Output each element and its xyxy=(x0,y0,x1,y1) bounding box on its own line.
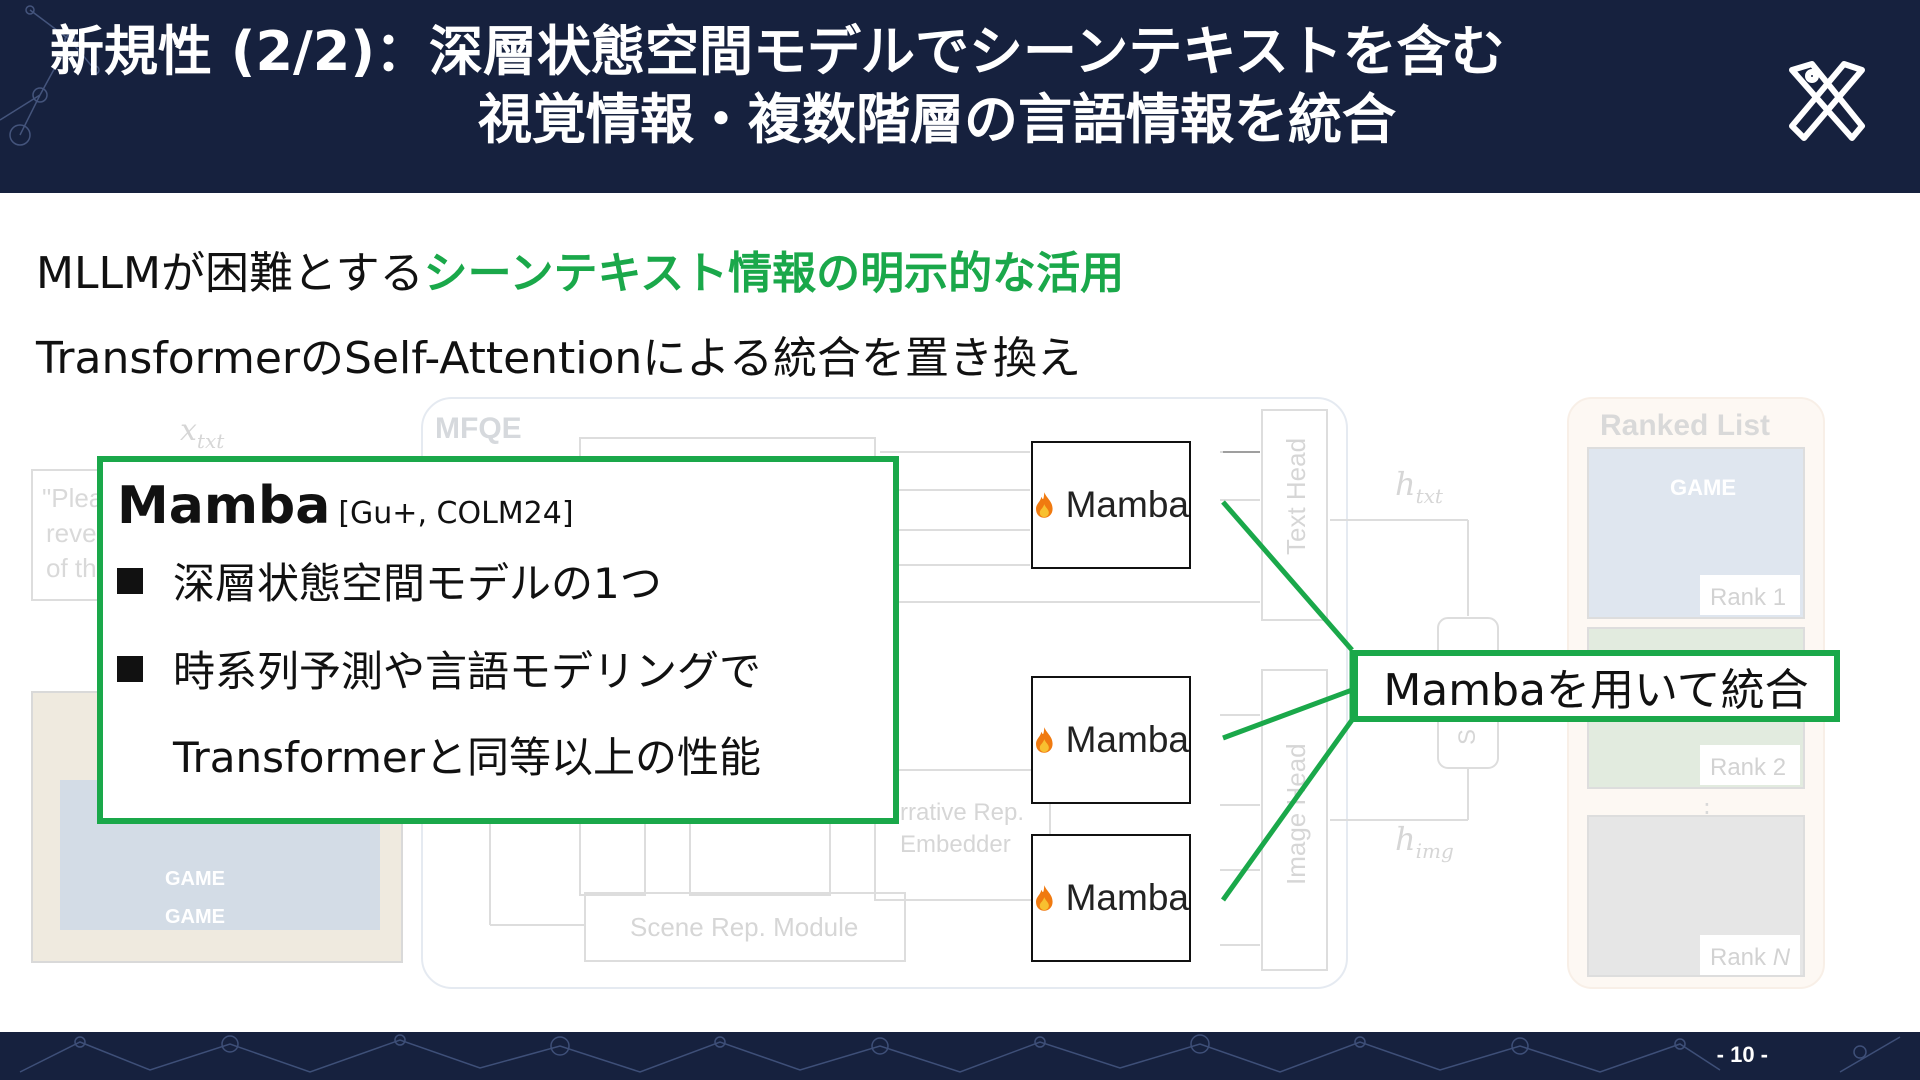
bullet-replace-attention: TransformerのSelf-Attentionによる統合を置き換え xyxy=(36,333,1081,384)
lab-logo-icon xyxy=(1789,61,1865,141)
h-txt-label: htxt xyxy=(1395,465,1444,508)
flame-icon xyxy=(1036,492,1053,518)
footer-network-decoration xyxy=(19,1034,1901,1073)
rank-ellipsis: ⋮ xyxy=(1695,798,1719,826)
h-img-sub: img xyxy=(1416,839,1454,863)
callout-item-1: 深層状態空間モデルの1つ xyxy=(117,550,662,611)
callout-citation: [Gu+, COLM24] xyxy=(338,496,574,531)
title-line-2: 視覚情報・複数階層の言語情報を統合 xyxy=(478,88,1396,151)
callout-item-3-text: Transformerと同等以上の性能 xyxy=(173,733,762,782)
scene-rep-module-label: Scene Rep. Module xyxy=(630,912,858,942)
bullet-scene-text-highlight: シーンテキスト情報の明示的な活用 xyxy=(423,248,1125,299)
mfqe-label: MFQE xyxy=(435,412,522,445)
callout-item-2: 時系列予測や言語モデリングで xyxy=(117,638,761,699)
h-txt-sub: txt xyxy=(1416,484,1444,508)
mamba-callout: Mamba[Gu+, COLM24] 深層状態空間モデルの1つ 時系列予測や言語… xyxy=(97,456,899,824)
callout-title-text: Mamba xyxy=(117,476,331,536)
h-img-var: h xyxy=(1395,820,1416,858)
mamba-block-image-2: Mamba xyxy=(1031,834,1191,962)
rank-n-var: N xyxy=(1773,944,1791,971)
rank-1-image xyxy=(1587,447,1805,619)
network-decoration xyxy=(0,5,100,146)
narrative-embedder-line-2: Embedder xyxy=(900,831,1011,858)
rank-n-prefix: Rank xyxy=(1710,944,1773,971)
bullet-scene-text: MLLMが困難とするシーンテキスト情報の明示的な活用 xyxy=(36,237,1124,301)
callout-item-3: Transformerと同等以上の性能 xyxy=(117,724,761,785)
x-txt-sub: txt xyxy=(197,429,225,453)
rank-n-label: Rank N xyxy=(1710,944,1791,971)
similarity-label: S xyxy=(1454,729,1481,745)
footer-bar: - 10 - xyxy=(0,1032,1920,1080)
mamba-block-image-2-label: Mamba xyxy=(1065,877,1189,918)
rank-1-game: GAME xyxy=(1670,475,1736,500)
text-head-label: Text Head xyxy=(1281,438,1311,555)
game-box-label-2: GAME xyxy=(165,906,225,928)
integrate-label: Mambaを用いて統合 xyxy=(1352,650,1840,722)
game-box-label-1: GAME xyxy=(165,868,225,890)
image-head-box xyxy=(1261,669,1328,971)
prompt-line-1: "Plea xyxy=(42,483,104,513)
mamba-block-image-1-label: Mamba xyxy=(1065,719,1189,760)
flame-icon xyxy=(1036,727,1053,753)
h-txt-var: h xyxy=(1395,465,1416,503)
mamba-block-text: Mamba xyxy=(1031,441,1191,569)
text-head-box xyxy=(1261,409,1328,621)
prompt-line-2: reve xyxy=(46,518,97,548)
scene-rep-module-box xyxy=(584,892,906,962)
callout-title: Mamba[Gu+, COLM24] xyxy=(117,476,574,536)
mamba-block-text-label: Mamba xyxy=(1065,484,1189,525)
narrative-embedder-line-1: rrative Rep. xyxy=(900,799,1024,826)
header-bar: 新規性 (2/2)：深層状態空間モデルでシーンテキストを含む 視覚情報・複数階層… xyxy=(0,0,1920,193)
title-line-1: 新規性 (2/2)：深層状態空間モデルでシーンテキストを含む xyxy=(50,20,1505,83)
bullet-scene-text-prefix: MLLMが困難とする xyxy=(36,248,424,299)
prompt-line-3: of th xyxy=(46,553,97,583)
callout-item-2-text: 時系列予測や言語モデリングで xyxy=(173,647,762,696)
x-txt-label: xtxt xyxy=(180,413,225,453)
h-img-label: himg xyxy=(1395,820,1454,863)
slide-title: 新規性 (2/2)：深層状態空間モデルでシーンテキストを含む 視覚情報・複数階層… xyxy=(50,18,1750,154)
rank-2-label: Rank 2 xyxy=(1710,754,1786,781)
rank-n-image xyxy=(1587,815,1805,977)
page-number: - 10 - xyxy=(1716,1042,1768,1067)
x-txt-var: x xyxy=(180,413,197,448)
mamba-block-image-1: Mamba xyxy=(1031,676,1191,804)
flame-icon xyxy=(1036,885,1053,911)
bullet-square-icon xyxy=(117,568,143,594)
rank-1-label: Rank 1 xyxy=(1710,584,1786,611)
bullet-square-icon xyxy=(117,656,143,682)
callout-item-1-text: 深層状態空間モデルの1つ xyxy=(173,559,662,608)
ranked-list-label: Ranked List xyxy=(1600,409,1770,442)
